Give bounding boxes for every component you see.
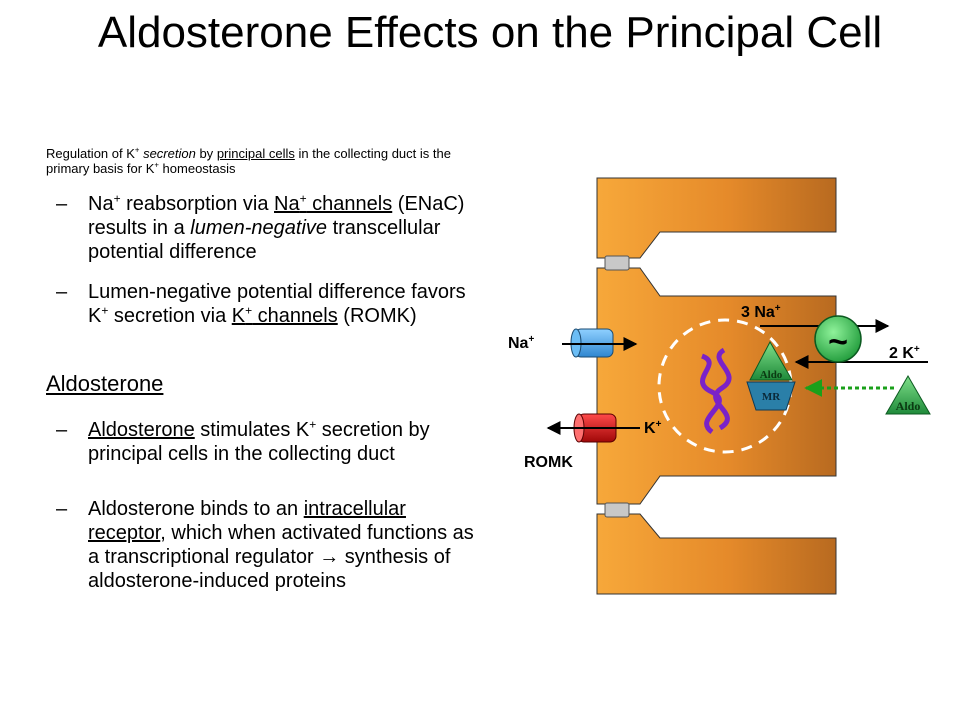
aldo-outside-label: Aldo xyxy=(896,399,921,413)
pump-k-label: 2 K+ xyxy=(889,344,920,362)
principal-cell-diagram: Na+ K+ ROMK 3 Na+ 2 K+ ~ Aldo MR Aldo xyxy=(508,177,931,595)
dna-icon xyxy=(713,347,732,431)
romk-label: ROMK xyxy=(524,454,573,471)
cell-top xyxy=(596,177,837,259)
aldo-inside-icon xyxy=(749,340,793,381)
dna-strand-2 xyxy=(700,353,722,435)
tight-junction-bottom xyxy=(604,502,630,518)
bullet-aldosterone-stimulates: –Aldosterone stimulates K+ secretion by … xyxy=(56,417,430,465)
aldo-inside-label: Aldo xyxy=(760,369,783,381)
k-channel-label: K+ xyxy=(644,419,662,437)
pump-na-label: 3 Na+ xyxy=(741,303,781,321)
aldosterone-heading: Aldosterone xyxy=(46,371,164,396)
na-channel-label: Na+ xyxy=(508,334,534,352)
na-k-pump xyxy=(814,315,862,363)
page-title: Aldosterone Effects on the Principal Cel… xyxy=(97,8,883,57)
bullet-aldosterone-binds: –Aldosterone binds to an intracellular r… xyxy=(56,498,474,592)
cell-body xyxy=(596,267,837,505)
pump-symbol: ~ xyxy=(828,323,848,361)
intro-text: Regulation of K+ secretion by principal … xyxy=(46,145,451,176)
tight-junction-top xyxy=(604,255,630,271)
cell-bottom xyxy=(596,513,837,595)
mr-receptor xyxy=(746,381,796,411)
aldo-outside-icon xyxy=(885,375,931,415)
bullet-na-reabsorption: –Na+ reabsorption via Na+ channels (ENaC… xyxy=(56,191,465,263)
bullet-k-secretion: –Lumen-negative potential difference fav… xyxy=(56,281,466,327)
mr-label: MR xyxy=(762,391,781,403)
